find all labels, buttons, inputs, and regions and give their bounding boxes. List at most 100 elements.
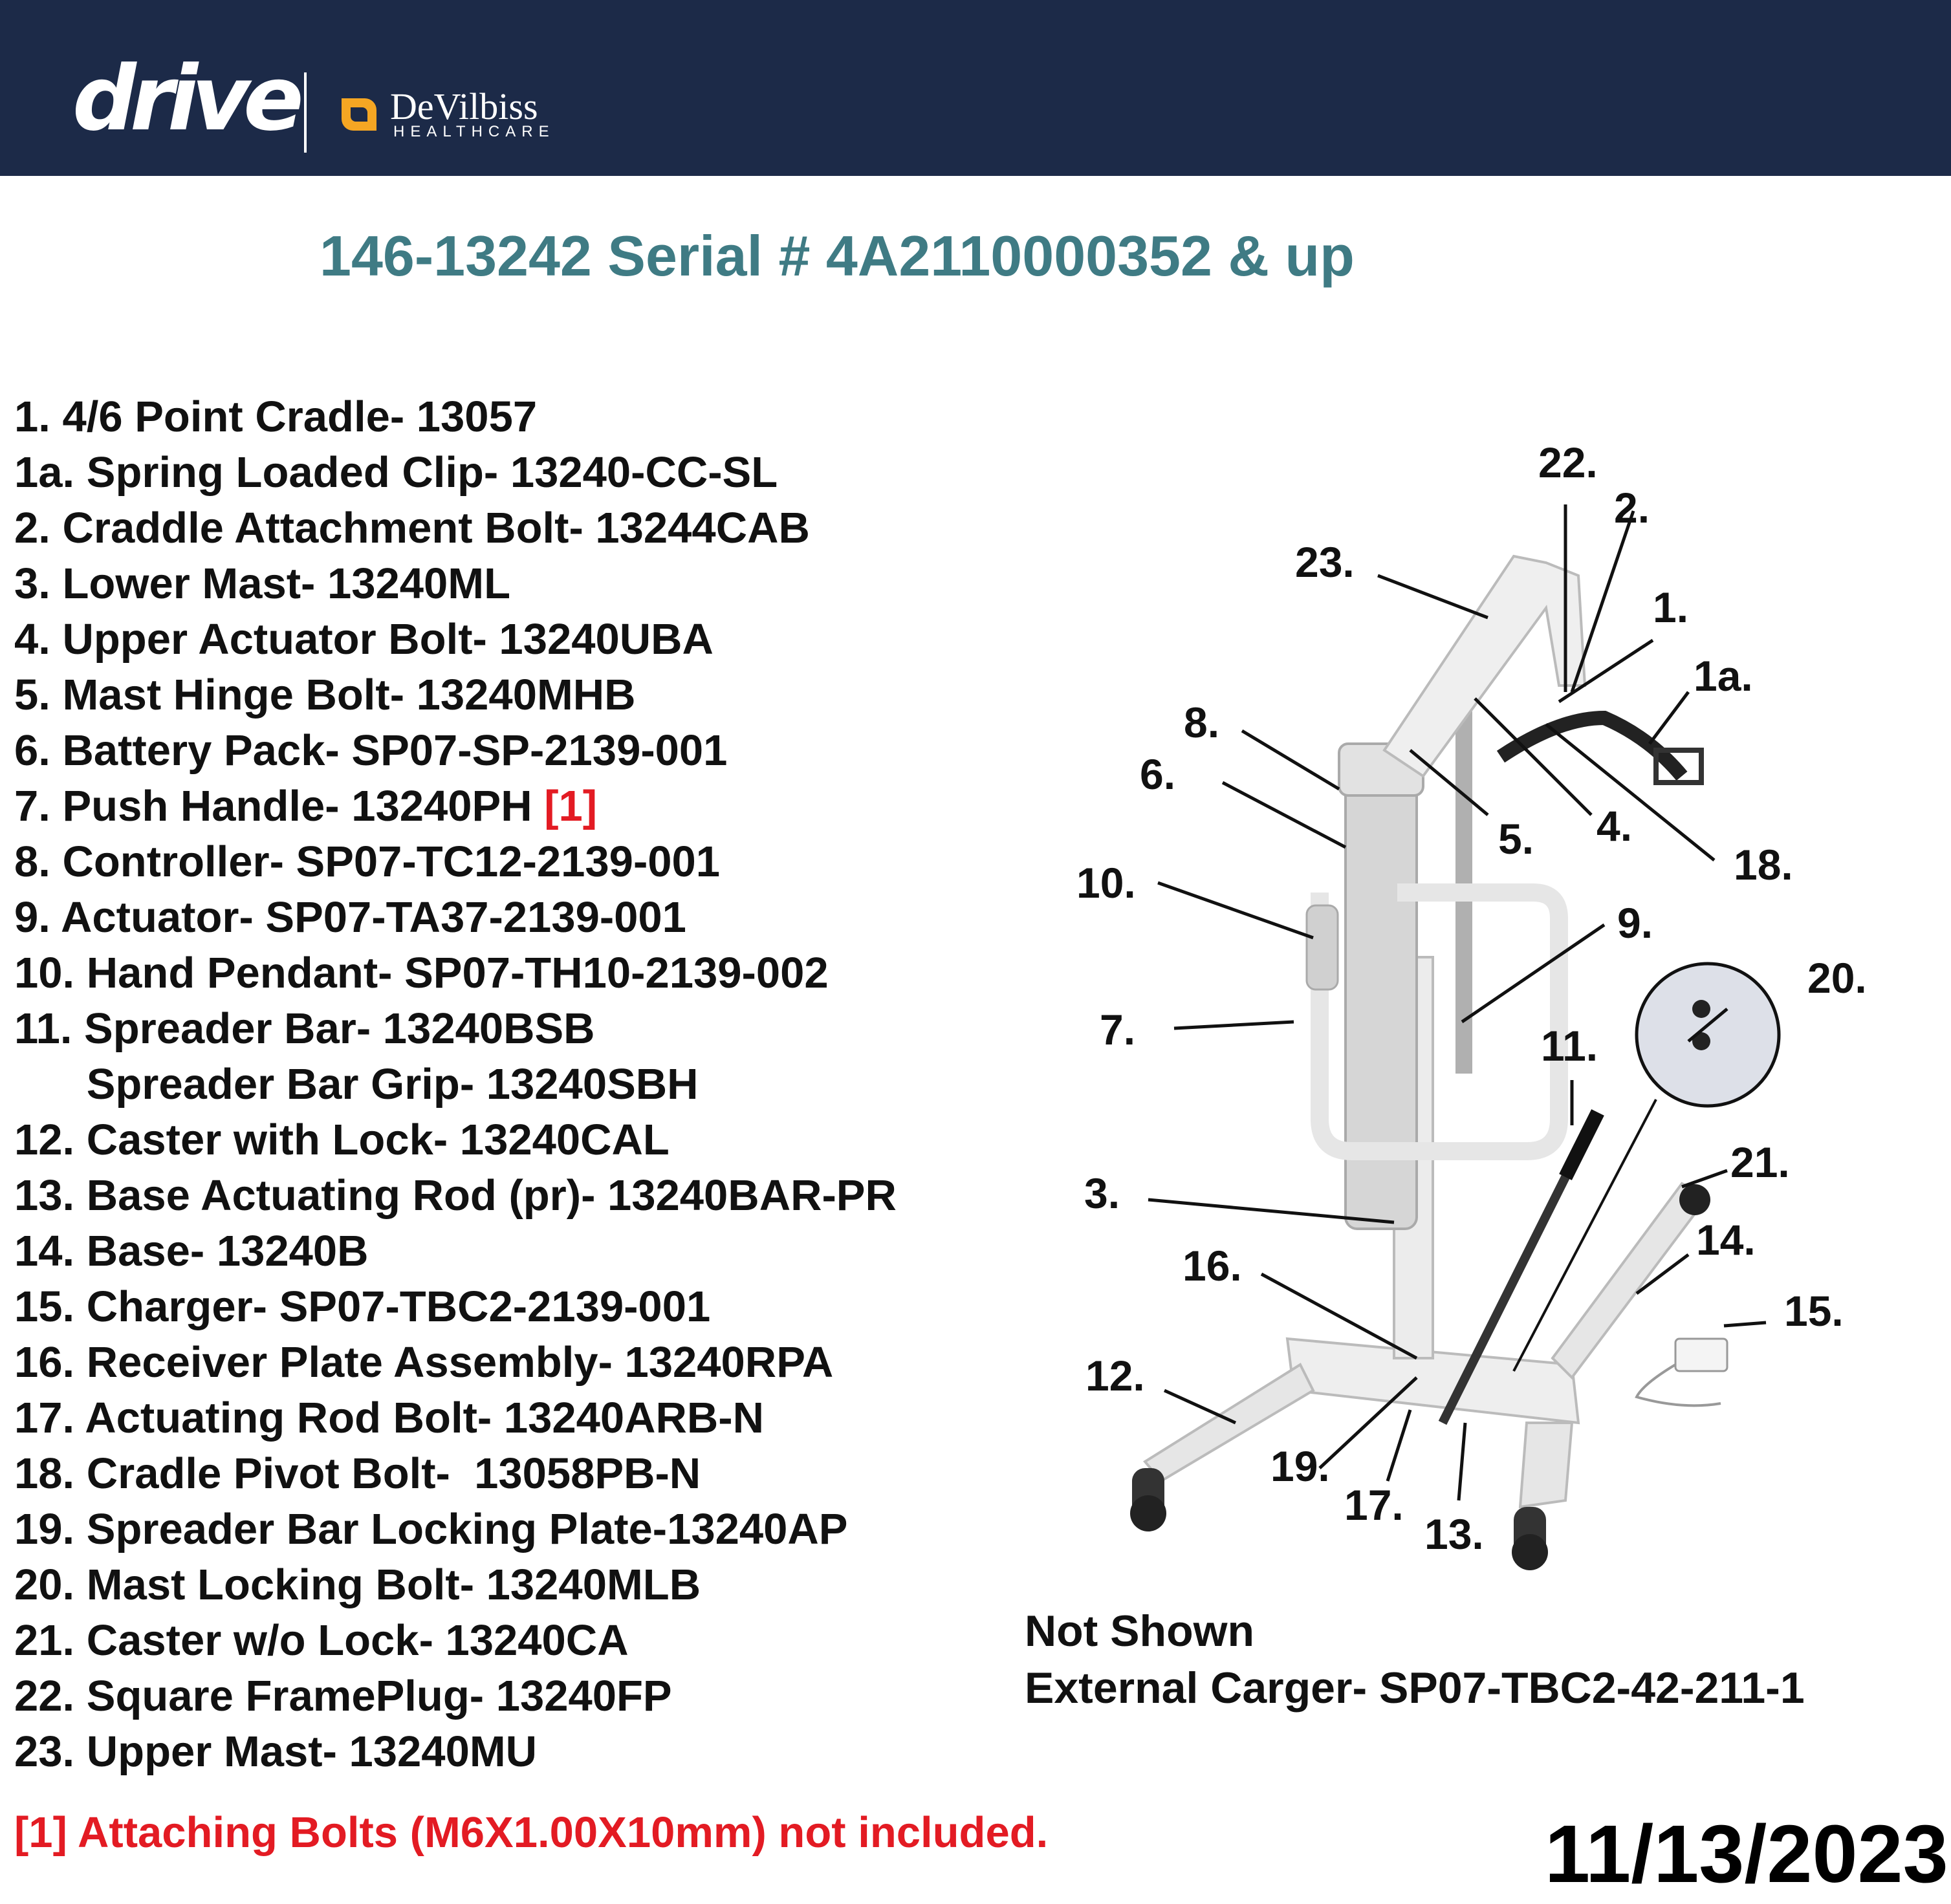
mast-bolt-detail: [1512, 962, 1781, 1372]
part-list-item: 2. Craddle Attachment Bolt- 13244CAB: [14, 501, 897, 556]
leader-lines: [1148, 504, 1767, 1501]
not-shown-heading: Not Shown: [1025, 1606, 1255, 1656]
callout-label: 10.: [1076, 859, 1136, 907]
part-label: 19. Spreader Bar Locking Plate-13240AP: [14, 1505, 848, 1553]
base-frame: [1142, 1182, 1710, 1509]
part-label: 1. 4/6 Point Cradle- 13057: [14, 393, 538, 441]
spreader-bar-grip: [1559, 1109, 1604, 1180]
callout-label: 23.: [1295, 538, 1355, 586]
part-list-item: 19. Spreader Bar Locking Plate-13240AP: [14, 1502, 897, 1557]
part-list-item: 6. Battery Pack- SP07-SP-2139-001: [14, 723, 897, 779]
callout-label: 6.: [1140, 750, 1175, 798]
part-list-item: 5. Mast Hinge Bolt- 13240MHB: [14, 667, 897, 723]
caster-right: [1512, 1507, 1548, 1570]
callout-label: 2.: [1614, 484, 1650, 532]
callout-label: 5.: [1498, 815, 1534, 863]
logo-divider: [304, 72, 307, 153]
devilbiss-logo: DeVilbiss: [390, 85, 538, 127]
caster-left: [1130, 1468, 1166, 1531]
part-label: 1a. Spring Loaded Clip- 13240-CC-SL: [14, 448, 778, 497]
part-label: 9. Actuator- SP07-TA37-2139-001: [14, 893, 686, 942]
part-label: 16. Receiver Plate Assembly- 13240RPA: [14, 1338, 834, 1387]
charger: [1635, 1337, 1728, 1407]
part-list-item: 22. Square FramePlug- 13240FP: [14, 1669, 897, 1724]
part-label: 3. Lower Mast- 13240ML: [14, 559, 511, 608]
part-list-item: 16. Receiver Plate Assembly- 13240RPA: [14, 1335, 897, 1390]
callout-label: 11.: [1541, 1022, 1598, 1070]
battery-pack: [1344, 775, 1418, 1230]
part-list-item: 10. Hand Pendant- SP07-TH10-2139-002: [14, 946, 897, 1001]
callout-label: 15.: [1784, 1287, 1844, 1335]
part-label: Spreader Bar Grip- 13240SBH: [14, 1060, 699, 1109]
part-label: 17. Actuating Rod Bolt- 13240ARB-N: [14, 1394, 764, 1442]
part-list-item: 13. Base Actuating Rod (pr)- 13240BAR-PR: [14, 1168, 897, 1224]
footnote-ref-mark: [1]: [544, 782, 598, 830]
header-bar: drive DeVilbiss HEALTHCARE: [0, 0, 1951, 176]
push-handle: [1311, 883, 1568, 1160]
part-list-item: 14. Base- 13240B: [14, 1224, 897, 1279]
callout-label: 8.: [1184, 698, 1219, 746]
hand-pendant: [1305, 904, 1339, 991]
not-shown-section: Not Shown External Carger- SP07-TBC2-42-…: [1025, 1603, 1805, 1716]
part-label: 15. Charger- SP07-TBC2-2139-001: [14, 1282, 711, 1331]
part-label: 18. Cradle Pivot Bolt- 13058PB-N: [14, 1449, 701, 1498]
part-list-item: 18. Cradle Pivot Bolt- 13058PB-N: [14, 1446, 897, 1502]
part-label: 12. Caster with Lock- 13240CAL: [14, 1116, 670, 1164]
devilbiss-mark-icon: [342, 98, 376, 131]
part-label: 8. Controller- SP07-TC12-2139-001: [14, 838, 721, 886]
part-label: 5. Mast Hinge Bolt- 13240MHB: [14, 671, 636, 719]
revision-date: 11/13/2023: [1545, 1808, 1948, 1899]
part-list-item: 12. Caster with Lock- 13240CAL: [14, 1112, 897, 1168]
callout-label: 22.: [1538, 438, 1598, 486]
callout-label: 21.: [1730, 1138, 1790, 1186]
part-list-item: 1a. Spring Loaded Clip- 13240-CC-SL: [14, 445, 897, 501]
callout-label: 4.: [1597, 802, 1632, 850]
cradle: [1496, 710, 1688, 781]
part-list-item: 4. Upper Actuator Bolt- 13240UBA: [14, 612, 897, 667]
part-label: 14. Base- 13240B: [14, 1227, 369, 1275]
part-label: 10. Hand Pendant- SP07-TH10-2139-002: [14, 949, 829, 997]
callout-label: 17.: [1344, 1481, 1404, 1529]
part-list-item: Spreader Bar Grip- 13240SBH: [14, 1057, 897, 1112]
callout-label: 1.: [1653, 583, 1688, 631]
part-list-item: 17. Actuating Rod Bolt- 13240ARB-N: [14, 1390, 897, 1446]
part-label: 6. Battery Pack- SP07-SP-2139-001: [14, 726, 728, 775]
parts-list: 1. 4/6 Point Cradle- 13057 1a. Spring Loa…: [14, 389, 897, 1780]
part-list-item: 23. Upper Mast- 13240MU: [14, 1724, 897, 1780]
not-shown-item: External Carger- SP07-TBC2-42-211-1: [1025, 1663, 1805, 1713]
callout-label: 20.: [1807, 954, 1867, 1002]
footnote: [1] Attaching Bolts (M6X1.00X10mm) not i…: [14, 1808, 1049, 1857]
callout-label: 12.: [1085, 1352, 1145, 1400]
spring-clip: [1653, 748, 1704, 785]
part-list-item: 7. Push Handle- 13240PH [1]: [14, 779, 897, 834]
callout-label: 7.: [1100, 1006, 1135, 1054]
part-label: 11. Spreader Bar- 13240BSB: [14, 1004, 595, 1053]
callout-label: 16.: [1183, 1242, 1242, 1290]
callout-label: 13.: [1424, 1510, 1484, 1558]
callout-label: 19.: [1270, 1442, 1330, 1490]
part-label: 4. Upper Actuator Bolt- 13240UBA: [14, 615, 714, 664]
part-label: 2. Craddle Attachment Bolt- 13244CAB: [14, 504, 810, 552]
drive-logo: drive: [72, 47, 304, 151]
part-list-item: 20. Mast Locking Bolt- 13240MLB: [14, 1557, 897, 1613]
part-list-item: 3. Lower Mast- 13240ML: [14, 556, 897, 612]
callout-label: 14.: [1696, 1216, 1756, 1264]
part-list-item: 21. Caster w/o Lock- 13240CA: [14, 1613, 897, 1669]
part-list-item: 15. Charger- SP07-TBC2-2139-001: [14, 1279, 897, 1335]
page-title: 146-13242 Serial # 4A2110000352 & up: [320, 224, 1355, 288]
callout-label: 9.: [1617, 899, 1653, 947]
part-label: 22. Square FramePlug- 13240FP: [14, 1672, 672, 1720]
part-label: 23. Upper Mast- 13240MU: [14, 1727, 538, 1776]
callout-label: 1a.: [1694, 652, 1753, 700]
callout-label: 3.: [1084, 1169, 1120, 1217]
part-list-item: 1. 4/6 Point Cradle- 13057: [14, 389, 897, 445]
part-label: 13. Base Actuating Rod (pr)- 13240BAR-PR: [14, 1171, 897, 1220]
part-label: 21. Caster w/o Lock- 13240CA: [14, 1616, 629, 1665]
part-label: 20. Mast Locking Bolt- 13240MLB: [14, 1561, 701, 1609]
devilbiss-logo-sub: HEALTHCARE: [393, 123, 555, 140]
callout-labels: 22. 2. 23. 1. 1a. 8. 6. 5. 4. 18. 10. 9.…: [1076, 438, 1867, 1558]
part-label: 7. Push Handle- 13240PH: [14, 782, 545, 830]
part-list-item: 9. Actuator- SP07-TA37-2139-001: [14, 890, 897, 946]
part-list-item: 11. Spreader Bar- 13240BSB: [14, 1001, 897, 1057]
callout-label: 18.: [1734, 841, 1793, 889]
